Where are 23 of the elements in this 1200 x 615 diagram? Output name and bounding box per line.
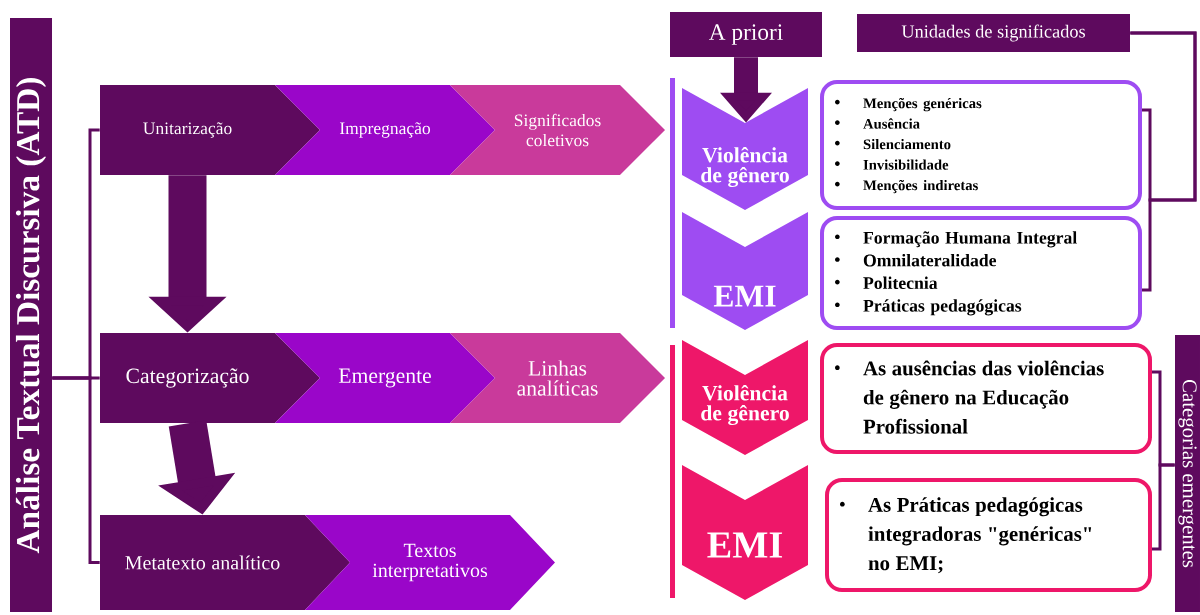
list-box: Menções genéricas Ausência Silenciamento Invisibilidade Menções indiretas xyxy=(820,80,1142,210)
heading-box: Unidades de significados xyxy=(857,14,1130,52)
chevron-step: Linhas analíticas xyxy=(450,333,665,423)
title-bar: Categorias emergentes xyxy=(1175,335,1200,612)
title-bar: Análise Textual Discursiva (ATD) xyxy=(10,18,52,612)
chevron-step: Impregnação xyxy=(275,85,495,175)
chevron-step: Significados coletivos xyxy=(450,85,665,175)
bracket-line xyxy=(1130,31,1197,292)
chevron-step: Violência de gênero xyxy=(682,340,808,455)
chevron-step: Metatexto analítico xyxy=(100,515,350,610)
bracket-line xyxy=(52,376,100,564)
chevron-step: EMI xyxy=(682,465,808,600)
bracket-line xyxy=(1152,463,1175,551)
chevron-step: Categorização xyxy=(100,333,320,423)
heading-box: A priori xyxy=(670,12,822,57)
list-box: As ausências das violências de gênero na Educação Profissional xyxy=(820,343,1152,454)
list-box: Formação Humana Integral Omnilateralidade Politecnia Práticas pedagógicas xyxy=(820,216,1142,330)
list-box: As Práticas pedagógicas integradoras "genéricas" no EMI; xyxy=(825,478,1152,592)
chevron-step: Unitarização xyxy=(100,85,320,175)
chevron-step: Emergente xyxy=(275,333,495,423)
chevron-step: Violência de gênero xyxy=(682,88,808,210)
chevron-step: Textos interpretativos xyxy=(305,515,555,610)
chevron-step: EMI xyxy=(682,212,808,330)
